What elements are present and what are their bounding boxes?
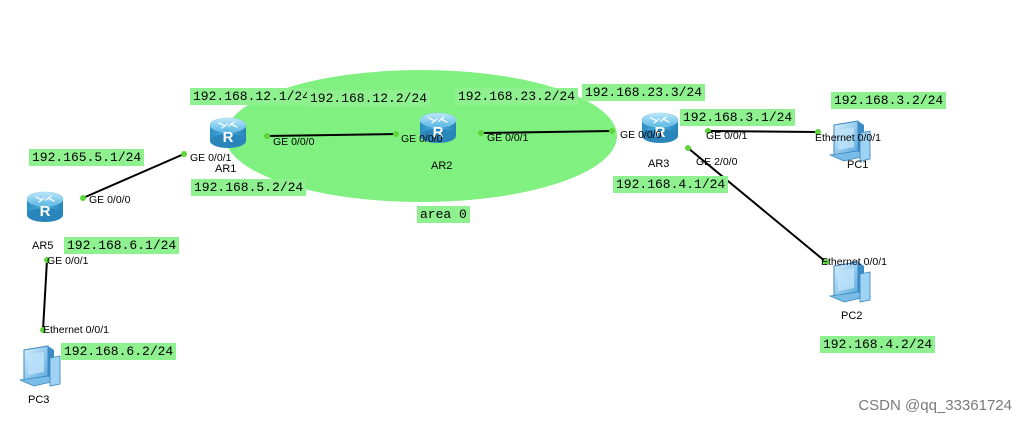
pc3-icon[interactable]: [19, 345, 61, 387]
link-ar3-pc2: [687, 147, 827, 263]
router-ar5-icon[interactable]: [26, 191, 64, 223]
if-label-ar5-ge001: GE 0/0/1: [47, 255, 89, 267]
ip-label-pc3: 192.168.6.2/24: [61, 343, 177, 360]
device-label-ar2: AR2: [431, 160, 453, 172]
device-label-ar3: AR3: [648, 158, 670, 170]
ip-label-ar3-4: 192.168.4.1/24: [613, 176, 729, 193]
ip-label-pc2: 192.168.4.2/24: [820, 336, 936, 353]
if-label-ar5-ge000: GE 0/0/0: [89, 194, 131, 206]
device-label-pc2: PC2: [841, 310, 863, 322]
ip-label-ar3-23: 192.168.23.3/24: [582, 84, 706, 101]
ip-label-ar1-12: 192.168.12.1/24: [190, 88, 314, 105]
if-label-ar3-ge001: GE 0/0/1: [706, 130, 748, 142]
if-label-ar1-ge001: GE 0/0/1: [190, 152, 232, 164]
area-label: area 0: [417, 206, 470, 223]
device-label-ar1: AR1: [215, 163, 237, 175]
ip-label-ar3-3: 192.168.3.1/24: [680, 109, 796, 126]
if-label-pc1-eth: Ethernet 0/0/1: [815, 132, 881, 144]
link-ar3-pc1: [707, 130, 819, 133]
device-label-pc3: PC3: [28, 394, 50, 406]
if-label-ar3-ge200: GE 2/0/0: [696, 156, 738, 168]
ip-label-ar5-165: 192.165.5.1/24: [29, 149, 145, 166]
if-label-ar2-ge001: GE 0/0/1: [487, 132, 529, 144]
link-ar1-ar5: [82, 153, 185, 199]
pc2-icon[interactable]: [829, 261, 871, 303]
router-ar1-icon[interactable]: [209, 117, 247, 149]
ip-label-ar2-23: 192.168.23.2/24: [455, 88, 579, 105]
device-label-ar5: AR5: [32, 240, 54, 252]
link-ar1-ar2: [266, 133, 397, 137]
if-label-pc3-eth: Ethernet 0/0/1: [43, 324, 109, 336]
link-ar5-pc3: [42, 259, 48, 331]
ip-label-ar2-12: 192.168.12.2/24: [307, 90, 431, 107]
watermark: CSDN @qq_33361724: [858, 397, 1012, 414]
ip-label-ar5-6: 192.168.6.1/24: [64, 237, 180, 254]
if-label-pc2-eth: Ethernet 0/0/1: [821, 256, 887, 268]
if-label-ar3-ge000: GE 0/0/0: [620, 129, 662, 141]
port-dots: [40, 128, 829, 333]
if-label-ar2-ge000: GE 0/0/0: [401, 133, 443, 145]
if-label-ar1-ge000: GE 0/0/0: [273, 136, 315, 148]
ip-label-pc1: 192.168.3.2/24: [831, 92, 947, 109]
ip-label-ar1-5: 192.168.5.2/24: [191, 179, 307, 196]
device-label-pc1: PC1: [847, 159, 869, 171]
link-ar2-ar3: [480, 130, 613, 134]
